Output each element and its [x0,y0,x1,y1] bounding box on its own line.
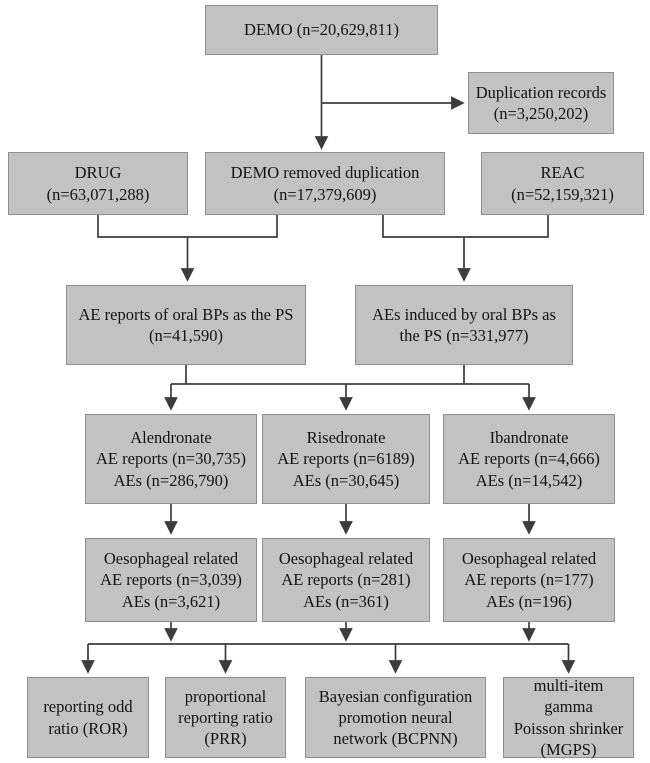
demo-removed-duplication-box: DEMO removed duplication (n=17,379,609) [205,152,445,215]
bcpnn-box: Bayesian configuration promotion neural … [305,677,486,758]
rail-drug-dedup-left [97,215,278,238]
rail-ae-to-drugs [171,365,529,385]
ibandronate-box: Ibandronate AE reports (n=4,666) AEs (n=… [443,414,615,504]
rail-dedup-reac-right [382,215,549,238]
ae-reports-oral-bps-box: AE reports of oral BPs as the PS (n=41,5… [66,285,306,365]
alendronate-box: Alendronate AE reports (n=30,735) AEs (n… [85,414,257,504]
reac-box: REAC (n=52,159,321) [481,152,644,215]
oesophageal-ibandronate-box: Oesophageal related AE reports (n=177) A… [443,538,615,622]
mgps-box: multi-item gamma Poisson shrinker (MGPS) [503,676,634,759]
drug-box: DRUG (n=63,071,288) [8,152,188,215]
oesophageal-alendronate-box: Oesophageal related AE reports (n=3,039)… [85,538,257,622]
demo-box: DEMO (n=20,629,811) [205,5,438,55]
ror-box: reporting odd ratio (ROR) [27,677,149,758]
duplication-records-box: Duplication records (n=3,250,202) [468,72,614,134]
oesophageal-risedronate-box: Oesophageal related AE reports (n=281) A… [262,538,430,622]
prr-box: proportional reporting ratio (PRR) [165,677,286,758]
aes-induced-oral-bps-box: AEs induced by oral BPs as the PS (n=331… [355,285,573,365]
risedronate-box: Risedronate AE reports (n=6189) AEs (n=3… [262,414,430,504]
